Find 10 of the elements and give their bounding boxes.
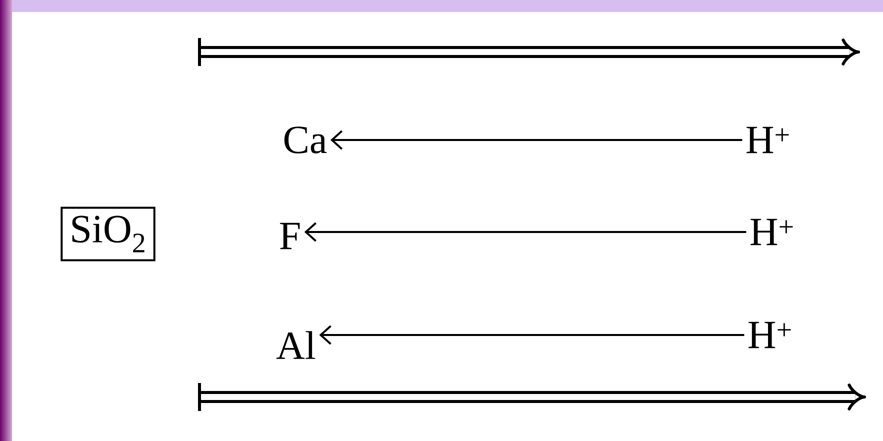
formula-box: SiO$_{2}$ [60, 206, 156, 262]
arrow [319, 325, 744, 345]
element-label: H$^{+}$ [748, 322, 791, 348]
element-label: Ca [284, 126, 327, 154]
element-label: H$^{+}$ [746, 126, 789, 154]
element-label: Al [276, 331, 316, 359]
arrow [330, 130, 742, 150]
element-label: F [280, 222, 300, 250]
arrow [304, 222, 746, 242]
element-label: H$^{+}$ [750, 218, 793, 246]
